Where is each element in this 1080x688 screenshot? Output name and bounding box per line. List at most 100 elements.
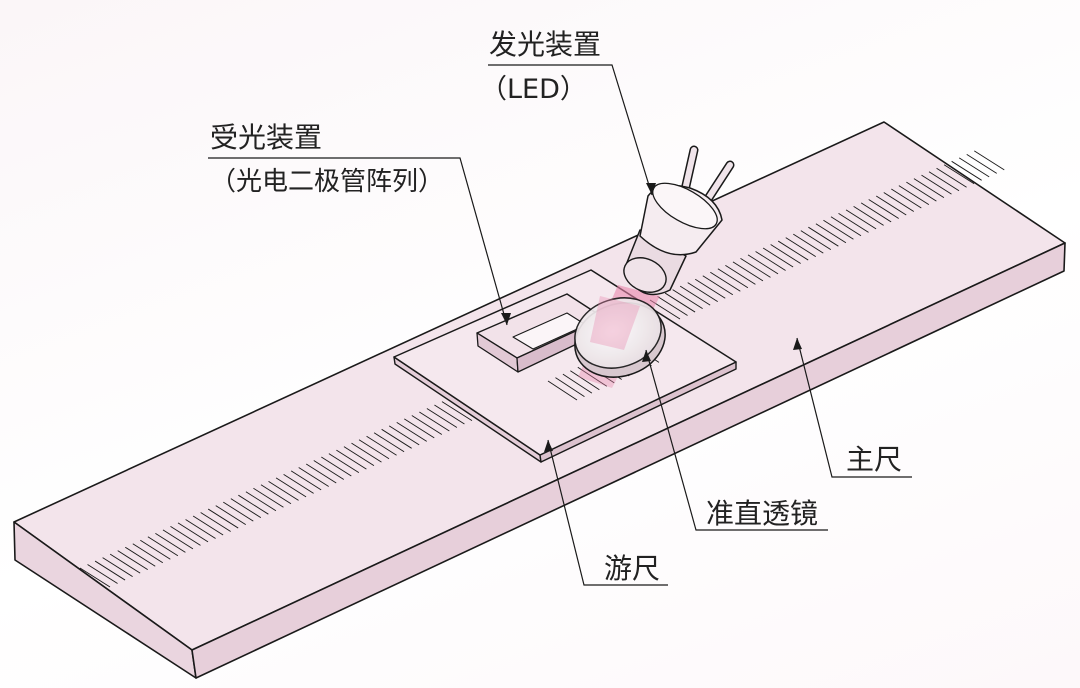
graduation-tick (868, 199, 899, 219)
led-emitter (623, 145, 735, 296)
graduation-tick (223, 501, 254, 522)
graduation-tick (298, 467, 329, 487)
label-emitter-sub: （LED） (480, 74, 587, 105)
scale-graduation-left (79, 390, 495, 588)
graduation-tick (800, 230, 832, 251)
graduation-tick (207, 508, 239, 529)
graduation-tick (830, 216, 862, 237)
graduation-tick (762, 247, 794, 268)
leader-lines (208, 64, 912, 586)
graduation-tick (815, 223, 847, 244)
leader-emitter (488, 64, 653, 196)
graduation-tick (883, 192, 915, 212)
graduation-tick (117, 550, 148, 571)
collimating-lens (574, 296, 666, 378)
graduation-tick (838, 212, 869, 233)
graduation-tick (366, 435, 397, 456)
graduation-tick (747, 254, 779, 275)
graduation-tick (162, 529, 194, 550)
graduation-tick (260, 484, 292, 505)
graduation-tick (740, 258, 771, 278)
graduation-tick (958, 157, 990, 178)
graduation-tick (373, 432, 405, 453)
label-receiver: 受光装置 (210, 121, 322, 154)
graduation-tick (898, 185, 930, 205)
graduation-tick (275, 477, 307, 498)
graduation-tick (79, 567, 111, 588)
graduation-tick (936, 167, 967, 188)
graduation-tick (170, 526, 201, 546)
graduation-tick (426, 408, 458, 428)
graduation-tick (755, 251, 786, 271)
graduation-tick (860, 202, 892, 223)
graduation-tick (770, 244, 801, 264)
graduation-tick (328, 453, 360, 473)
graduation-tick (664, 292, 696, 313)
graduation-tick (702, 275, 734, 296)
graduation-tick (808, 226, 839, 247)
graduation-tick (672, 289, 703, 309)
graduation-tick (555, 377, 585, 397)
graduation-tick (192, 515, 224, 536)
graduation-tick (928, 171, 960, 192)
graduation-tick (717, 268, 749, 289)
graduation-tick (793, 233, 824, 254)
graduation-tick (381, 428, 412, 449)
leader-main-scale (796, 337, 912, 478)
graduation-tick (140, 539, 171, 560)
graduation-tick (351, 442, 382, 463)
graduation-tick (710, 271, 741, 292)
graduation-tick (245, 491, 277, 512)
main-scale-long-side (191, 242, 1066, 679)
graduation-tick (966, 153, 997, 174)
graduation-tick (313, 460, 345, 480)
graduation-tick (155, 532, 186, 553)
graduation-tick (434, 404, 465, 425)
graduation-tick (290, 470, 322, 491)
graduation-tick (200, 512, 231, 532)
graduation-tick (268, 480, 299, 501)
graduation-tick (109, 553, 141, 574)
graduation-tick (283, 474, 314, 494)
label-lens: 准直透镜 (706, 497, 818, 530)
leader-arrowheads (501, 183, 802, 452)
graduation-tick (230, 498, 262, 519)
graduation-tick (419, 411, 450, 432)
label-main-scale: 主尺 (846, 443, 902, 476)
label-receiver-sub: （光电二极管阵列） (210, 167, 444, 197)
graduation-tick (343, 446, 375, 467)
label-emitter: 发光装置 (489, 28, 601, 61)
graduation-tick (547, 380, 578, 401)
graduation-tick (388, 425, 420, 446)
graduation-tick (411, 415, 443, 435)
leader-receiver (208, 157, 508, 326)
graduation-tick (687, 282, 718, 303)
graduation-tick (215, 505, 246, 525)
graduation-tick (147, 536, 179, 557)
graduation-tick (396, 421, 427, 442)
graduation-tick (253, 487, 284, 508)
graduation-tick (305, 463, 337, 484)
graduation-tick (921, 174, 952, 195)
scale-graduation-right (649, 150, 1005, 320)
graduation-tick (777, 240, 809, 261)
graduation-tick (906, 181, 937, 202)
graduation-tick (102, 557, 133, 577)
graduation-tick (845, 209, 877, 230)
leader-lens (645, 349, 828, 531)
graduation-tick (725, 264, 756, 285)
graduation-tick (321, 456, 352, 477)
label-slider: 游尺 (604, 552, 660, 585)
graduation-tick (441, 401, 473, 421)
graduation-tick (238, 494, 269, 515)
graduation-tick (823, 219, 854, 240)
graduation-tick (943, 164, 975, 185)
graduation-tick (732, 261, 764, 282)
graduation-tick (891, 188, 922, 209)
graduation-tick (336, 449, 367, 470)
graduation-tick (132, 543, 164, 564)
graduation-tick (94, 560, 126, 581)
graduation-tick (87, 564, 118, 584)
